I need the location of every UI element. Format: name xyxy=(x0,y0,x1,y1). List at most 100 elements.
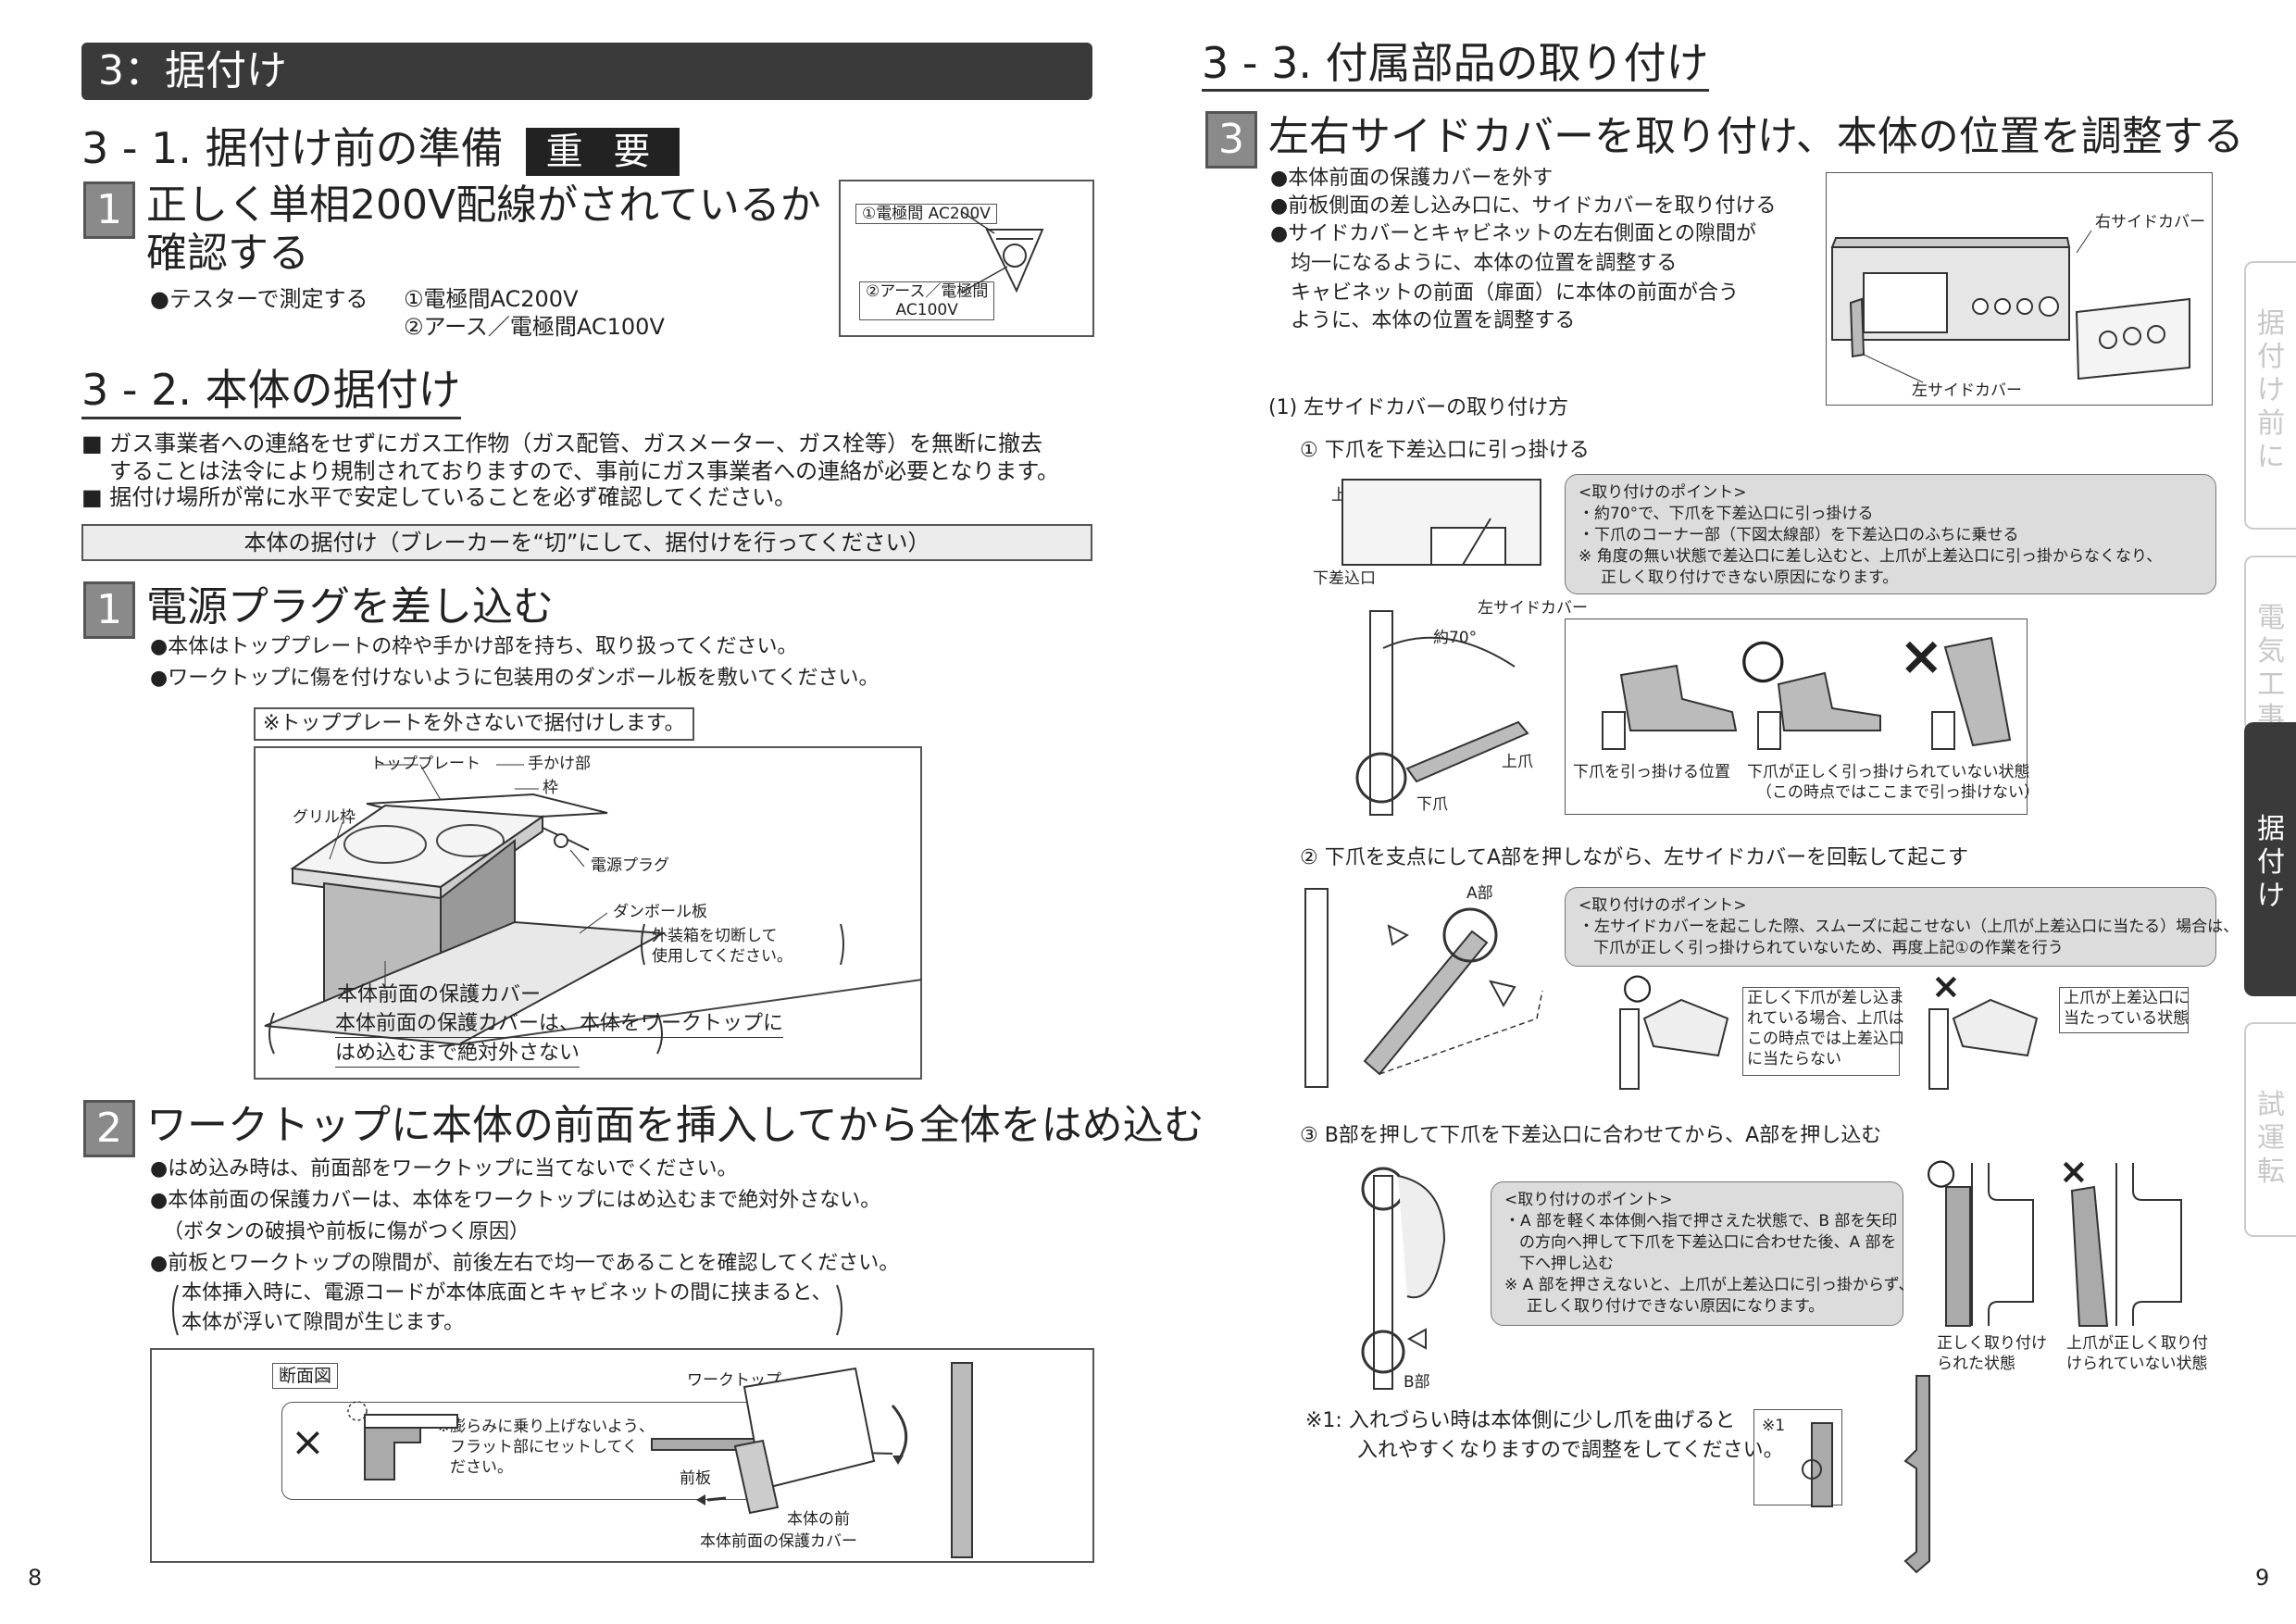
substep-3-title: ③ B部を押して下爪を下差込口に合わせてから、A部を押し込む xyxy=(1300,1124,1882,1147)
point-3-line4: ※ A 部を押さえないと、上爪が上差込口に引っ掛からず、 xyxy=(1504,1276,1915,1294)
side-tab-electrical-label: 電気工事 xyxy=(2257,602,2285,734)
outlet-label-2b: AC100V xyxy=(895,301,958,319)
label-right-side-cover: 右サイドカバー xyxy=(2095,213,2205,231)
step-a-title: 電源プラグを差し込む xyxy=(146,583,554,631)
caption-ok-3-l1: 正しく取り付け xyxy=(1937,1334,2047,1353)
step-a-bullet-2: ●ワークトップに傷を付けないように包装用のダンボール板を敷いてください。 xyxy=(150,667,880,690)
ng-note-2-l2: 当たっている状態 xyxy=(2064,1009,2190,1028)
step-b-bullet-2-sub: （ボタンの破損や前板に傷がつく原因） xyxy=(163,1220,530,1243)
step-number-b: 2 xyxy=(83,1100,135,1157)
section-figure: 断面図 × ※膨らみに乗り上げないよう、 フラット部にセットしてく ださい。 ワ… xyxy=(150,1348,1094,1563)
step3-bullet-3-l4: ように、本体の位置を調整する xyxy=(1291,309,1576,332)
label-lower-claw: 下爪 xyxy=(1416,795,1448,814)
substep-3-drawing xyxy=(1361,1167,1446,1390)
step-b-note-line1: 本体挿入時に、電源コードが本体底面とキャビネットの間に挟まると、 xyxy=(181,1281,832,1305)
caption-ok-3-l2: られた状態 xyxy=(1937,1355,2015,1373)
step3-bullet-1: ●本体前面の保護カバーを外す xyxy=(1270,167,1554,190)
label-a-part-2: A部 xyxy=(1466,884,1493,903)
ng-mark-1: × xyxy=(1899,624,1944,687)
claw-drawings xyxy=(1602,636,2012,750)
ok-note-2-l1: 正しく下爪が差し込ま xyxy=(1747,989,1904,1007)
point-1-line2: ・下爪のコーナー部（下図太線部）を下差込口のふちに乗せる xyxy=(1578,526,2019,544)
label-grill-frame: グリル枠 xyxy=(293,808,356,827)
side-tab-install[interactable]: 据付け xyxy=(2244,722,2296,996)
side-tab-test-run-label: 試運転 xyxy=(2257,1089,2285,1188)
point-3-line2: の方向へ押して下爪を下差込口に合わせた後、A 部を xyxy=(1519,1233,1897,1252)
ok-note-2-l4: に当たらない xyxy=(1747,1050,1841,1068)
page-number-right: 9 xyxy=(2255,1565,2270,1591)
outlet-label-1: ①電極間 AC200V xyxy=(855,204,997,224)
step3-bullet-3-l2: 均一になるように、本体の位置を調整する xyxy=(1291,252,1678,275)
label-handle: 手かけ部 xyxy=(528,755,591,773)
section-3-1-text: 3 - 1. 据付け前の準備 xyxy=(81,123,504,173)
step-1-title: 正しく単相200V配線がされているか 確認する xyxy=(146,181,821,278)
point-2-line1: ・左サイドカバーを起こした際、スムーズに起こせない（上爪が上差込口に当たる）場合… xyxy=(1578,918,2240,936)
label-cardboard: ダンボール板 xyxy=(613,903,707,921)
cooktop-drawing xyxy=(264,764,923,1055)
install-bar: 本体の据付け（ブレーカーを“切”にして、据付けを行ってください） xyxy=(81,524,1092,561)
outlet-label-2: ②アース／電極間 AC100V xyxy=(859,281,995,320)
page-number-left: 8 xyxy=(28,1565,43,1591)
ng-mark-3: × xyxy=(2059,1151,2089,1192)
label-left-side-cover: 左サイドカバー xyxy=(1912,381,2022,400)
section-header-bar: 3：据付け xyxy=(81,43,1092,100)
caption-ng-3-l2: けられていない状態 xyxy=(2066,1355,2208,1373)
label-frame: 枠 xyxy=(543,779,558,797)
cover-warning-line2: はめ込むまで絶対外さない xyxy=(335,1041,580,1068)
side-cover-drawing xyxy=(1830,230,2190,383)
label-lower-slot: 下差込口 xyxy=(1313,569,1376,588)
label-upper-claw: 上爪 xyxy=(1502,753,1533,771)
point-2-title: <取り付けのポイント> xyxy=(1578,896,1747,915)
point-2-line2: 下爪が正しく引っ掛けられていないため、再度上記①の作業を行う xyxy=(1593,939,2064,957)
substep-1-title: ① 下爪を下差込口に引っ掛ける xyxy=(1300,439,1590,462)
footnote-line2: 入れやすくなりますので調整をしてください。 xyxy=(1357,1439,1784,1462)
tester-bullet: ●テスターで測定する xyxy=(150,286,368,312)
label-power-plug: 電源プラグ xyxy=(591,856,669,875)
point-3-line3: 下へ押し込む xyxy=(1519,1255,1614,1273)
cooktop-figure: トッププレート 手かけ部 枠 グリル枠 電源プラグ ダンボール板 外装箱を切断し… xyxy=(254,746,923,1080)
label-note-3: ださい。 xyxy=(450,1458,513,1477)
side-tab-electrical[interactable]: 電気工事 xyxy=(2244,556,2296,734)
caption-ng-3-l1: 上爪が正しく取り付 xyxy=(2066,1334,2208,1353)
ok-note-2-l3: この時点では上差込口 xyxy=(1747,1030,1904,1048)
step-number-3: 3 xyxy=(1205,111,1257,169)
ok-mark-1: ○ xyxy=(1740,626,1787,689)
side-tab-test-run[interactable]: 試運転 xyxy=(2244,1022,2296,1237)
point-1-line4: 正しく取り付けできない原因になります。 xyxy=(1601,568,1899,587)
notice-2: ■ 据付け場所が常に水平で安定していることを必ず確認してください。 xyxy=(81,484,797,510)
side-tab-before-install[interactable]: 据付け前に xyxy=(2244,261,2296,530)
step-b-bullet-3: ●前板とワークトップの隙間が、前後左右で均一であることを確認してください。 xyxy=(150,1252,900,1275)
substep-2-drawing xyxy=(1304,888,1543,1088)
label-cardboard-note-2: 使用してください。 xyxy=(652,947,792,966)
point-box-1: <取り付けのポイント> ・約70°で、下爪を下差込口に引っ掛ける ・下爪のコーナ… xyxy=(1565,474,2216,594)
side-cover-figure: 右サイドカバー 左サイドカバー xyxy=(1826,172,2213,406)
step-number-1: 1 xyxy=(83,181,135,239)
ok-mark-3: ○ xyxy=(1926,1151,1957,1192)
subsection-1-title: (1) 左サイドカバーの取り付け方 xyxy=(1268,396,1569,419)
point-box-2: <取り付けのポイント> ・左サイドカバーを起こした際、スムーズに起こせない（上爪… xyxy=(1565,887,2240,967)
step-number-a: 1 xyxy=(83,581,135,639)
label-note-1: ※膨らみに乗り上げないよう、 xyxy=(437,1418,655,1436)
side-tab-before-install-label: 据付け前に xyxy=(2257,307,2285,473)
fig1-caption: ※トッププレートを外さないで据付けします。 xyxy=(254,707,694,741)
step-1-title-line2: 確認する xyxy=(146,230,309,277)
step3-bullet-3-l1: ●サイドカバーとキャビネットの左右側面との隙間が xyxy=(1270,222,1756,245)
ok-note-2-l2: れている場合、上爪は xyxy=(1747,1009,1904,1028)
ok-hand-drawing xyxy=(1619,998,1729,1090)
label-b-part-3: B部 xyxy=(1404,1373,1430,1392)
substep-3-result-drawing xyxy=(1945,1163,2182,1327)
measure-1: ①電極間AC200V xyxy=(404,286,579,312)
substep-1-drawing xyxy=(1341,479,1541,816)
label-front-plate: 前板 xyxy=(680,1469,711,1488)
step3-bullet-2: ●前板側面の差し込み口に、サイドカバーを取り付ける xyxy=(1270,194,1777,218)
ng-note-2-l1: 上爪が上差込口に xyxy=(2064,989,2190,1007)
side-tab-install-label: 据付け xyxy=(2257,813,2285,912)
side-cover-bent-drawing xyxy=(1903,1375,1930,1574)
important-badge: 重 要 xyxy=(525,127,680,176)
point-1-line1: ・約70°で、下爪を下差込口に引っ掛ける xyxy=(1578,505,1874,523)
label-body-front: 本体の前 xyxy=(787,1510,850,1529)
point-3-title: <取り付けのポイント> xyxy=(1504,1191,1673,1209)
footnote-line1: ※1: 入れづらい時は本体側に少し爪を曲げると xyxy=(1305,1409,1736,1432)
label-cardboard-note-1: 外装箱を切断して xyxy=(652,927,778,945)
footnote-figure-label: ※1 xyxy=(1762,1417,1786,1435)
